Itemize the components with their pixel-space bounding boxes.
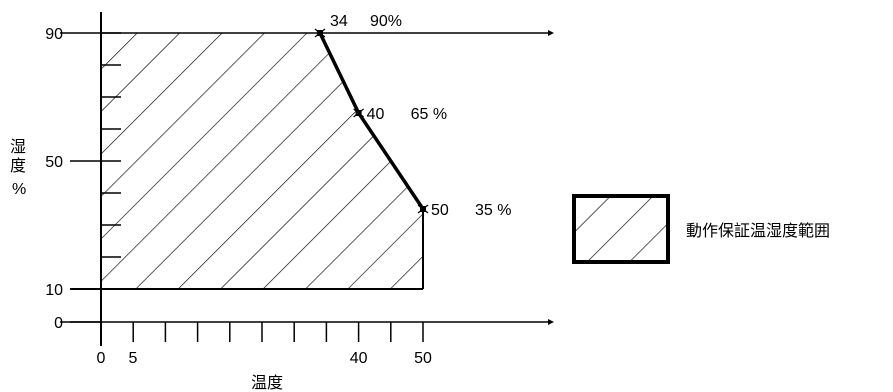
x-axis-arrow xyxy=(548,319,554,325)
point-temp-label: 50 xyxy=(431,202,449,219)
data-point-cross xyxy=(417,204,429,214)
x-tick-label: 40 xyxy=(350,350,368,367)
point-humidity-label: 65 % xyxy=(411,106,447,123)
x-tick-label: 0 xyxy=(97,350,106,367)
legend-swatch-hatched xyxy=(572,194,670,264)
y-tick-label: 10 xyxy=(45,282,63,299)
top-reference-arrow xyxy=(548,30,554,36)
point-temp-label: 34 xyxy=(330,13,348,30)
x-tick-label: 5 xyxy=(129,350,138,367)
y-axis-title-line-1: 湿 xyxy=(10,138,26,156)
y-axis-title-line-3: % xyxy=(12,181,26,198)
y-tick-label: 50 xyxy=(45,154,63,171)
region-hatch-fill xyxy=(101,33,423,289)
y-tick-label: 90 xyxy=(45,26,63,43)
data-point-cross xyxy=(353,108,364,118)
legend-label: 動作保証温湿度範囲 xyxy=(686,222,830,240)
y-tick-label: 0 xyxy=(54,315,63,332)
x-tick-label: 50 xyxy=(414,350,432,367)
y-axis-title-line-2: 度 xyxy=(10,157,26,175)
point-temp-label: 40 xyxy=(367,106,385,123)
point-humidity-label: 90% xyxy=(370,13,402,30)
x-axis-title: 温度 xyxy=(251,374,283,392)
data-point-cross xyxy=(314,28,326,38)
legend: 動作保証温湿度範囲 xyxy=(572,194,830,264)
point-humidity-label: 35 % xyxy=(475,202,511,219)
